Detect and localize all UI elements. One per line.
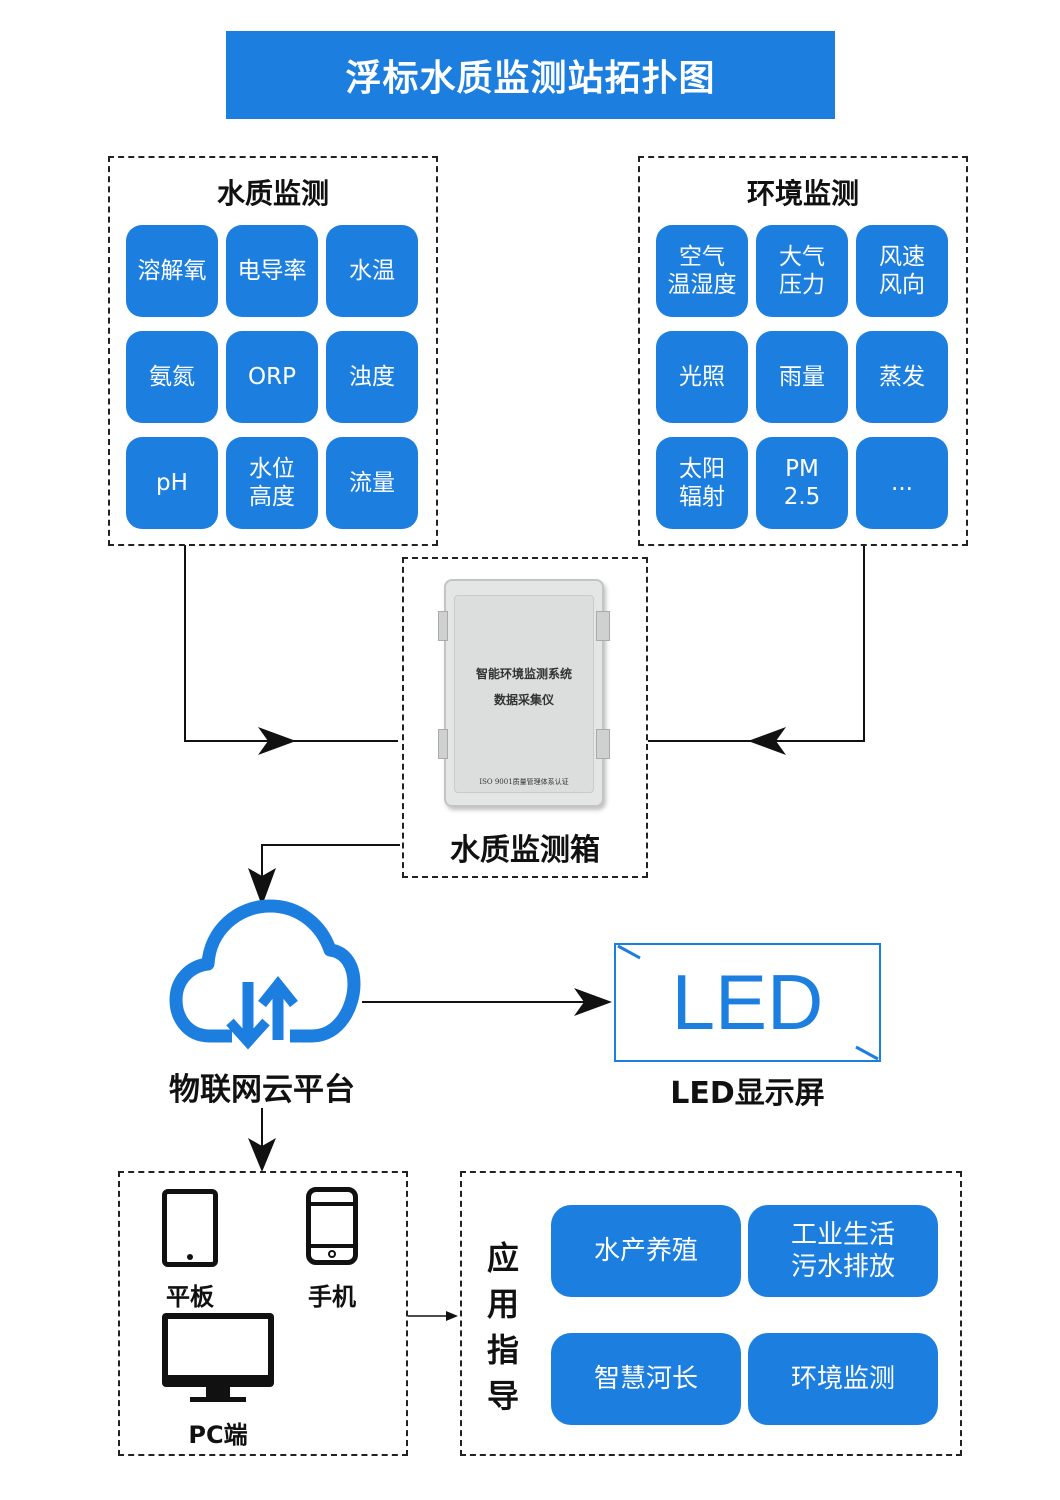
monitor-base-icon — [190, 1397, 246, 1402]
sensor-tile: 电导率 — [226, 225, 318, 317]
sensor-tile: 太阳 辐射 — [656, 437, 748, 529]
arrow-right-icon — [574, 988, 612, 1016]
arrow-right-icon — [446, 1311, 458, 1321]
sensor-tile: 雨量 — [756, 331, 848, 423]
application-tile: 智慧河长 — [551, 1333, 741, 1425]
device-panel — [454, 595, 594, 793]
sensor-tile: 空气 温湿度 — [656, 225, 748, 317]
applications-title: 应 用 指 导 — [486, 1239, 519, 1415]
led-display: LED — [614, 943, 881, 1062]
sensor-tile: 水温 — [326, 225, 418, 317]
tablet-icon — [162, 1189, 218, 1267]
sensor-tile: ... — [856, 437, 948, 529]
hinge-icon — [438, 611, 448, 641]
monitor-stand-icon — [206, 1387, 230, 1397]
hinge-icon — [438, 729, 448, 759]
application-tile: 工业生活 污水排放 — [748, 1205, 938, 1297]
monitor-icon — [162, 1313, 274, 1387]
sensor-tile: ORP — [226, 331, 318, 423]
arrow-right-icon — [258, 727, 296, 755]
water-quality-group: 水质监测 溶解氧 电导率 水温 氨氮 ORP 浊度 pH 水位 高度 流量 — [108, 156, 438, 546]
sensor-tile: 水位 高度 — [226, 437, 318, 529]
hinge-icon — [596, 611, 610, 641]
cloud-label: 物联网云平台 — [169, 1072, 355, 1108]
sensor-tile: PM 2.5 — [756, 437, 848, 529]
led-label: LED显示屏 — [670, 1076, 825, 1111]
sensor-tile: 溶解氧 — [126, 225, 218, 317]
device-panel-text: ISO 9001质量管理体系认证 — [479, 778, 569, 786]
tablet-label: 平板 — [166, 1283, 214, 1311]
device-panel-text: 数据采集仪 — [493, 693, 554, 707]
led-text: LED — [671, 958, 824, 1046]
page-title: 浮标水质监测站拓扑图 — [226, 31, 835, 119]
application-tile: 水产养殖 — [551, 1205, 741, 1297]
sensor-tile: 光照 — [656, 331, 748, 423]
device-panel-text: 智能环境监测系统 — [475, 667, 572, 681]
hinge-icon — [596, 729, 610, 759]
group-title: 水质监测 — [216, 177, 329, 210]
arrow-left-icon — [748, 727, 786, 755]
sensor-tile: 氨氮 — [126, 331, 218, 423]
device-group: 智能环境监测系统 数据采集仪 ISO 9001质量管理体系认证 水质监测箱 — [402, 557, 648, 878]
sensor-tile: 浊度 — [326, 331, 418, 423]
sensor-tile: 大气 压力 — [756, 225, 848, 317]
device-label: 水质监测箱 — [450, 833, 600, 868]
sensor-tile: 蒸发 — [856, 331, 948, 423]
applications-group: 应 用 指 导 水产养殖 工业生活 污水排放 智慧河长 环境监测 — [460, 1171, 962, 1456]
pc-label: PC端 — [188, 1421, 248, 1449]
arrow-down-icon — [248, 868, 276, 906]
terminals-group: 平板 手机 PC端 — [118, 1171, 408, 1456]
arrow-down-icon — [248, 1138, 276, 1172]
device-enclosure: 智能环境监测系统 数据采集仪 ISO 9001质量管理体系认证 — [438, 579, 610, 807]
phone-label: 手机 — [308, 1283, 356, 1311]
environment-group: 环境监测 空气 温湿度 大气 压力 风速 风向 光照 雨量 蒸发 太阳 辐射 P… — [638, 156, 968, 546]
application-tile: 环境监测 — [748, 1333, 938, 1425]
phone-icon — [306, 1187, 358, 1265]
group-title: 环境监测 — [746, 177, 859, 210]
sensor-tile: 流量 — [326, 437, 418, 529]
sensor-tile: pH — [126, 437, 218, 529]
sensor-tile: 风速 风向 — [856, 225, 948, 317]
